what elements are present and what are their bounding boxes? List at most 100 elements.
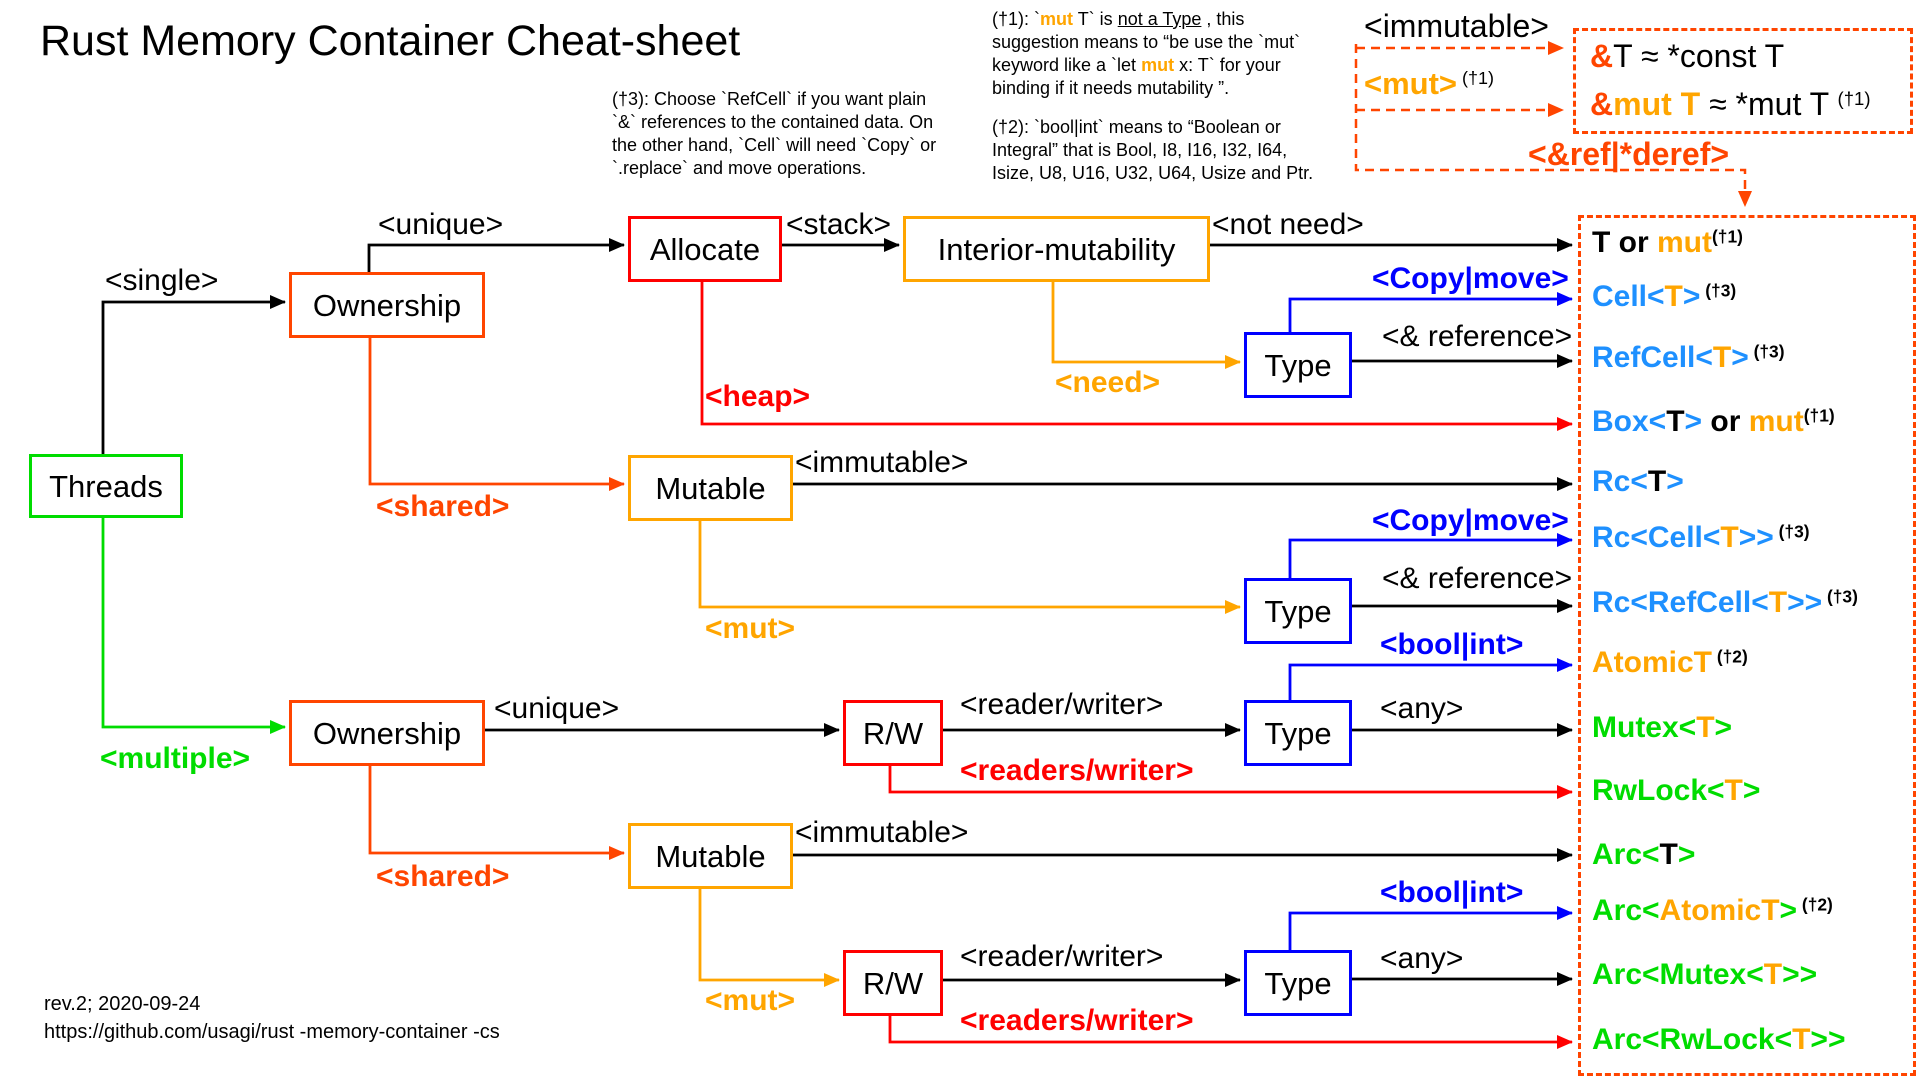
result-t-or-mut: T or mut(†1) <box>1592 226 1743 259</box>
edge-ownership2-mutable2-shared <box>368 760 625 860</box>
node-ownership-label: Ownership <box>312 715 462 751</box>
result-refcell: RefCell<T> (†3) <box>1592 341 1785 374</box>
label-shared-1: <shared> <box>376 490 510 523</box>
node-ownership-label: Ownership <box>312 287 462 323</box>
label-mut-1: <mut> <box>705 612 796 645</box>
footnote-1-line: (†1): `mut T` is not a Type , this <box>992 9 1245 29</box>
node-type-3: Type <box>1244 700 1352 766</box>
label-bool-int-1: <bool|int> <box>1380 628 1524 661</box>
edge-mutable2-rw2-mut <box>698 883 840 987</box>
node-type-2: Type <box>1244 578 1352 644</box>
label-immutable-2: <immutable> <box>795 816 969 849</box>
edge-ownership1-mutable1-shared <box>368 332 625 491</box>
edge-type2-rccell-copymove <box>1288 533 1573 578</box>
result-arc-rwlock: Arc<RwLock<T>> <box>1592 1023 1846 1056</box>
label-multiple: <multiple> <box>100 742 251 775</box>
label-readers-writer-2: <readers/writer> <box>960 1004 1194 1037</box>
result-arc-atomict: Arc<AtomicT> (†2) <box>1592 894 1833 927</box>
node-type-4: Type <box>1244 950 1352 1016</box>
dashed-bracket-ref-deref <box>1354 44 1752 207</box>
footnote-2-line: (†2): `bool|int` means to “Boolean or <box>992 117 1281 137</box>
label-any-2: <any> <box>1380 942 1464 975</box>
label-copy-move-1: <Copy|move> <box>1372 262 1569 295</box>
footnote-1-line: keyword like a `let mut x: T` for your <box>992 55 1281 75</box>
label-readers-writer-1: <readers/writer> <box>960 754 1194 787</box>
node-rw-2: R/W <box>843 950 943 1016</box>
node-interior-label: Interior-mutability <box>937 231 1176 267</box>
eq-ref-const: &T ≈ *const T <box>1590 38 1785 74</box>
result-rc: Rc<T> <box>1592 465 1684 498</box>
label-heap: <heap> <box>705 380 811 413</box>
label-bool-int-2: <bool|int> <box>1380 876 1524 909</box>
label-any-1: <any> <box>1380 692 1464 725</box>
label-ref-deref: <&ref|*deref> <box>1528 136 1730 172</box>
node-ownership-multiple: Ownership <box>289 700 485 766</box>
label-need: <need> <box>1055 366 1161 399</box>
results-dashed-box <box>1578 215 1916 1076</box>
edge-type4-arcatomict-boolint <box>1288 906 1573 950</box>
result-atomict: AtomicT (†2) <box>1592 646 1748 679</box>
edge-threads-ownership-single <box>101 295 286 454</box>
label-shared-2: <shared> <box>376 860 510 893</box>
label-reference-1: <& reference> <box>1382 320 1573 353</box>
result-mutex: Mutex<T> <box>1592 711 1733 744</box>
label-not-need: <not need> <box>1212 208 1364 241</box>
label-mut-topright: <mut> (†1) <box>1364 66 1494 101</box>
footnote-3-line: `.replace` and move operations. <box>612 158 867 178</box>
revision-text: rev.2; 2020-09-24 <box>44 993 201 1015</box>
node-type-label: Type <box>1264 965 1332 1001</box>
footnote-3: (†3): Choose `RefCell` if you want plain… <box>612 88 936 180</box>
result-arc: Arc<T> <box>1592 838 1696 871</box>
node-mutable-label: Mutable <box>655 470 766 506</box>
label-unique-1: <unique> <box>378 208 504 241</box>
label-reader-writer-2: <reader/writer> <box>960 940 1164 973</box>
label-reader-writer-1: <reader/writer> <box>960 688 1164 721</box>
footnote-2-line: Integral” that is Bool, I8, I16, I32, I6… <box>992 140 1288 160</box>
node-type-1: Type <box>1244 332 1352 398</box>
footnote-2-line: Isize, U8, U16, U32, U64, Usize and Ptr. <box>992 163 1314 183</box>
node-type-label: Type <box>1264 593 1332 629</box>
node-mutable-label: Mutable <box>655 838 766 874</box>
node-mutable-2: Mutable <box>628 823 793 889</box>
result-rwlock: RwLock<T> <box>1592 774 1761 807</box>
footnote-1: (†1): `mut T` is not a Type , this sugge… <box>992 8 1300 100</box>
footnote-1-line: binding if it needs mutability ”. <box>992 78 1230 98</box>
edge-allocate-box-heap <box>700 276 1573 431</box>
footnote-3-line: the other hand, `Cell` will need `Copy` … <box>612 135 937 155</box>
edge-type3-atomict-boolint <box>1288 658 1573 700</box>
node-threads: Threads <box>29 454 183 518</box>
eq-mutref-mutptr: &mut T ≈ *mut T (†1) <box>1590 86 1871 122</box>
node-allocate-label: Allocate <box>649 231 761 267</box>
label-immutable-topright: <immutable> <box>1364 8 1549 44</box>
edge-rw1-rwlock-readerswriter <box>888 760 1573 799</box>
footnote-3-line: (†3): Choose `RefCell` if you want plain <box>612 89 927 109</box>
node-type-label: Type <box>1264 715 1332 751</box>
edge-interior-type1-need <box>1051 276 1241 369</box>
node-rw-1: R/W <box>843 700 943 766</box>
edge-ownership-allocate-unique <box>367 238 625 272</box>
label-copy-move-2: <Copy|move> <box>1372 504 1569 537</box>
node-allocate: Allocate <box>628 216 782 282</box>
node-type-label: Type <box>1264 347 1332 383</box>
result-box-or-mut: Box<T> or mut(†1) <box>1592 405 1835 438</box>
repo-url: https://github.com/usagi/rust -memory-co… <box>44 1021 500 1043</box>
node-interior-mutability: Interior-mutability <box>903 216 1210 282</box>
label-mut-2: <mut> <box>705 984 796 1017</box>
edge-rw2-arcrwlock-readerswriter <box>888 1010 1573 1049</box>
label-single: <single> <box>105 264 219 297</box>
footnote-2: (†2): `bool|int` means to “Boolean or In… <box>992 116 1313 185</box>
label-stack: <stack> <box>786 208 892 241</box>
footnote-1-line: suggestion means to “be use the `mut` <box>992 32 1301 52</box>
equivalence-dashed-box <box>1573 28 1913 134</box>
node-rw-label: R/W <box>862 715 924 751</box>
page-title: Rust Memory Container Cheat-sheet <box>40 17 741 65</box>
node-ownership-single: Ownership <box>289 272 485 338</box>
node-mutable-1: Mutable <box>628 455 793 521</box>
edge-mutable1-type2-mut <box>698 515 1241 614</box>
result-arc-mutex: Arc<Mutex<T>> <box>1592 958 1818 991</box>
node-rw-label: R/W <box>862 965 924 1001</box>
edge-threads-ownership2-multiple <box>101 512 286 734</box>
node-threads-label: Threads <box>49 468 163 504</box>
